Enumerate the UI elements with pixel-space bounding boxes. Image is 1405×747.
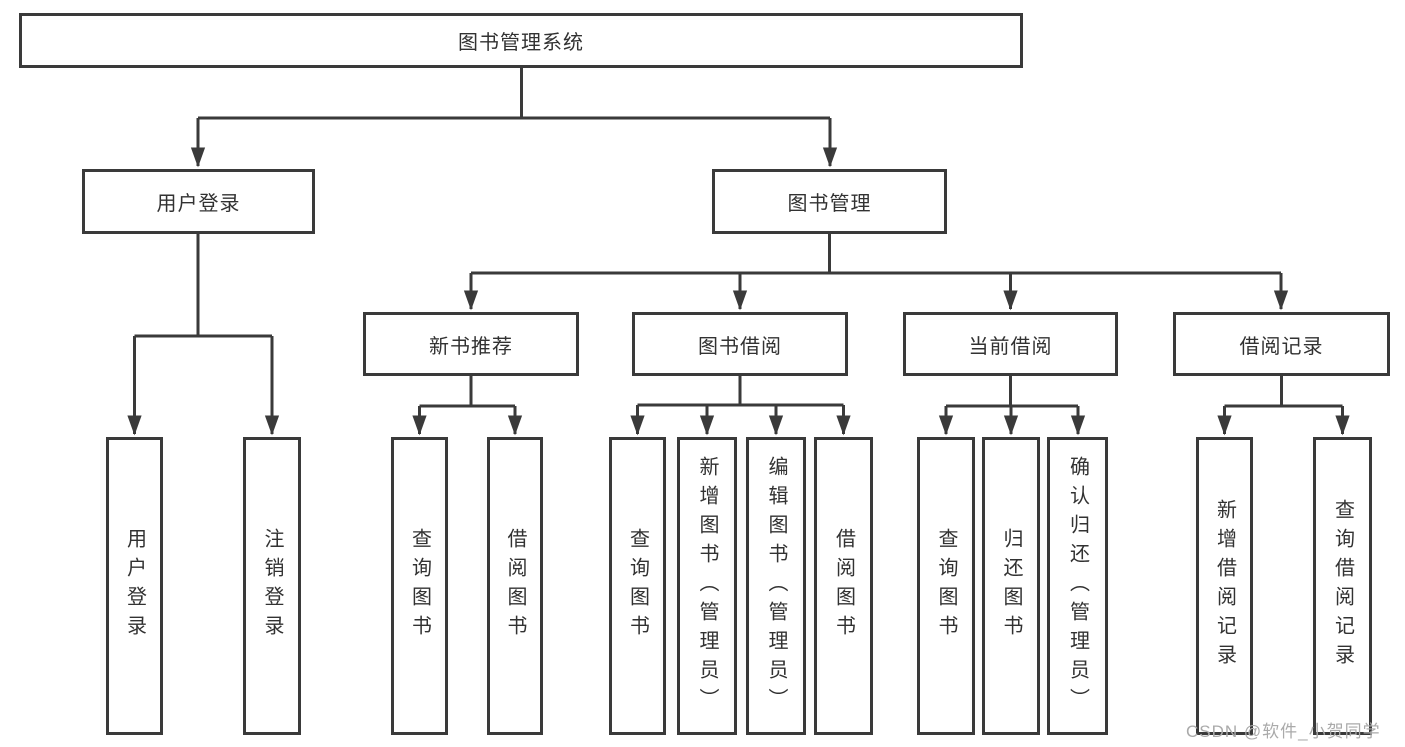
- leaf-return-books: 归还图书: [982, 437, 1040, 735]
- leaf-borrow-books-recommend: 借阅图书: [487, 437, 543, 735]
- node-label: 注销登录: [261, 528, 283, 644]
- connector-trunks: [134, 66, 1343, 408]
- node-label: 新增借阅记录: [1213, 499, 1236, 673]
- leaf-borrow-books-borrowing: 借阅图书: [814, 437, 873, 735]
- node-label: 新增图书（管理员）: [696, 455, 718, 717]
- node-label: 查询借阅记录: [1331, 499, 1354, 673]
- node-label: 查询图书: [626, 528, 649, 644]
- node-current-borrowing: 当前借阅: [903, 312, 1118, 376]
- leaf-query-borrow-record: 查询借阅记录: [1313, 437, 1372, 735]
- node-label: 新书推荐: [429, 335, 513, 358]
- node-label: 图书管理: [787, 193, 872, 215]
- node-label: 当前借阅: [968, 335, 1053, 358]
- node-label: 编辑图书（管理员）: [765, 455, 787, 717]
- node-label: 归还图书: [1000, 528, 1022, 644]
- node-label: 借阅记录: [1239, 335, 1324, 358]
- leaf-add-books-admin: 新增图书（管理员）: [677, 437, 737, 735]
- csdn-watermark: CSDN @软件_小贺同学: [1186, 722, 1381, 741]
- leaf-edit-books-admin: 编辑图书（管理员）: [746, 437, 806, 735]
- node-label: 图书管理系统: [458, 32, 584, 54]
- node-label: 用户登录: [156, 193, 241, 215]
- node-book-borrowing: 图书借阅: [632, 312, 848, 376]
- leaf-add-borrow-record: 新增借阅记录: [1196, 437, 1253, 735]
- node-root-library-management-system: 图书管理系统: [19, 13, 1023, 68]
- node-label: 图书借阅: [698, 335, 782, 358]
- leaf-query-books-recommend: 查询图书: [391, 437, 448, 735]
- node-user-login: 用户登录: [82, 169, 315, 234]
- node-label: 用户登录: [123, 528, 146, 644]
- node-borrowing-records: 借阅记录: [1173, 312, 1390, 376]
- leaf-user-login: 用户登录: [106, 437, 163, 735]
- node-label: 借阅图书: [832, 528, 855, 644]
- leaf-query-books-current: 查询图书: [917, 437, 975, 735]
- connector-arrows: [127, 118, 1350, 436]
- node-book-management: 图书管理: [712, 169, 947, 234]
- node-label: 查询图书: [935, 528, 957, 644]
- node-label: 查询图书: [408, 528, 431, 644]
- leaf-query-books-borrowing: 查询图书: [609, 437, 666, 735]
- node-new-book-recommendation: 新书推荐: [363, 312, 579, 376]
- node-label: 确认归还（管理员）: [1066, 455, 1089, 717]
- leaf-confirm-return-admin: 确认归还（管理员）: [1047, 437, 1108, 735]
- leaf-logout: 注销登录: [243, 437, 301, 735]
- node-label: 借阅图书: [504, 528, 526, 644]
